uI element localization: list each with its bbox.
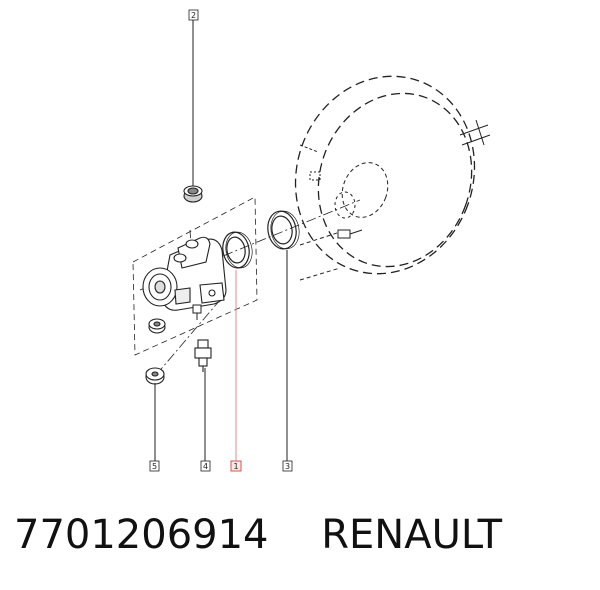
- leader-lines: [154, 20, 288, 461]
- part-caption: 7701206914 RENAULT: [14, 512, 502, 572]
- brake-booster: [294, 75, 491, 281]
- svg-text:3: 3: [285, 462, 290, 471]
- nut-upper: [148, 318, 166, 334]
- small-fitting: [192, 304, 202, 320]
- exploded-parts-diagram: 2 5 4 1 3: [132, 9, 491, 472]
- svg-text:2: 2: [191, 11, 196, 20]
- callout-4: 4: [200, 460, 211, 472]
- pressure-switch-part-4: [194, 339, 212, 372]
- nut-part-5: [145, 367, 165, 385]
- callout-5: 5: [149, 460, 160, 472]
- seal-ring-3: [267, 210, 300, 250]
- svg-text:1: 1: [233, 462, 238, 471]
- seal-ring-1: [222, 231, 253, 269]
- callout-2: 2: [188, 9, 199, 21]
- part-number: 7701206914: [14, 512, 269, 558]
- svg-text:5: 5: [152, 462, 157, 471]
- svg-text:4: 4: [203, 462, 208, 471]
- callout-3: 3: [282, 460, 293, 472]
- brand-name: RENAULT: [321, 512, 503, 558]
- callout-1-highlighted: 1: [230, 460, 242, 472]
- group-bracket: [132, 196, 258, 356]
- master-cylinder: [142, 236, 227, 311]
- reservoir-grommet: [183, 185, 203, 203]
